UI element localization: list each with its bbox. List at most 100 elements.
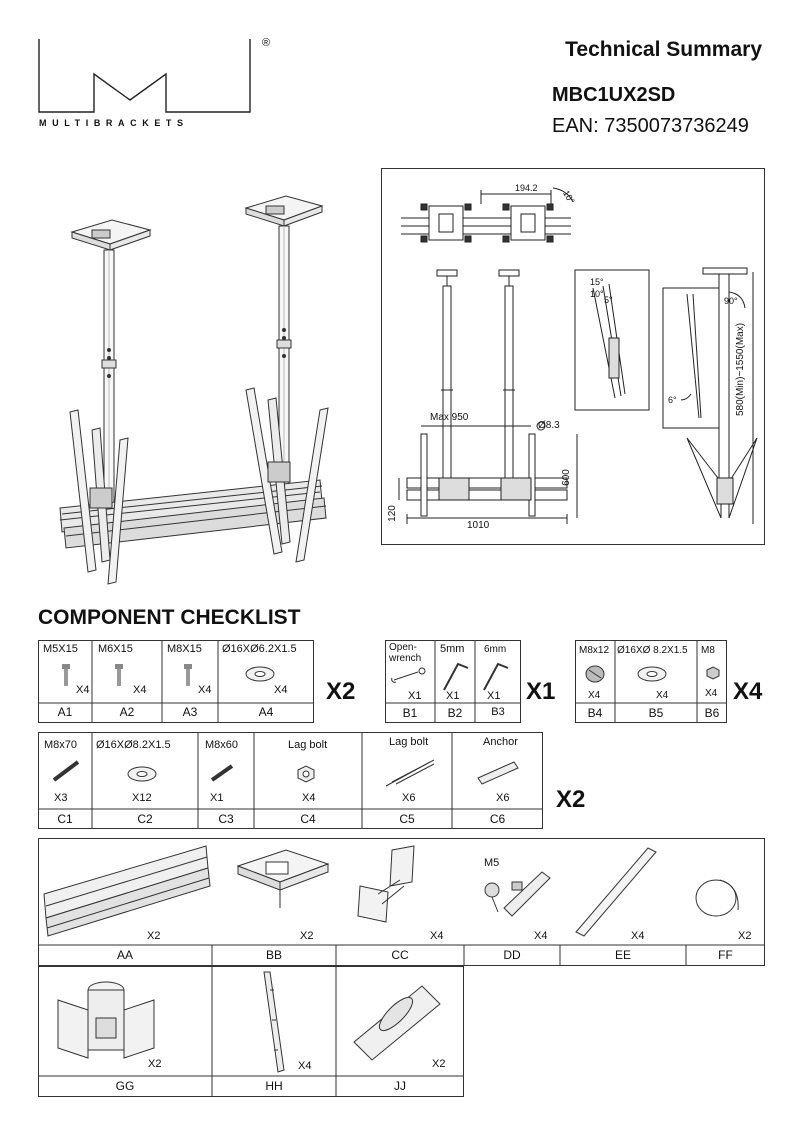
anchor-icon (477, 761, 519, 785)
nut-icon (297, 765, 315, 783)
screw-clamp-icon (484, 871, 551, 917)
cc-id: CC (391, 948, 409, 962)
bracket-part-icon (357, 845, 415, 923)
aa-qty: X2 (147, 930, 161, 942)
ff-qty: X2 (738, 930, 752, 942)
b6-spec: M8 (701, 645, 715, 656)
ee-qty: X4 (631, 930, 645, 942)
b2-qty: X1 (446, 690, 460, 702)
technical-drawing (381, 168, 765, 545)
c3-qty: X1 (210, 792, 224, 804)
a3-id: A3 (182, 705, 198, 719)
dim-pole-range: 580(Min)~1550(Max) (735, 322, 747, 417)
arm-part-icon (263, 971, 285, 1073)
b1-qty: X1 (408, 690, 422, 702)
b5-spec: Ø16XØ 8.2X1.5 (617, 645, 688, 656)
hex-key-icon (443, 662, 469, 691)
gg-qty: X2 (148, 1058, 162, 1070)
c1-spec: M8x70 (44, 739, 78, 751)
a3-qty: X4 (198, 684, 212, 696)
a1-spec: M5X15 (43, 643, 78, 655)
cc-qty: X4 (430, 930, 444, 942)
b2-id: B2 (447, 706, 463, 720)
dim-hole: Ø8.3 (538, 420, 560, 431)
jj-id: JJ (394, 1079, 406, 1093)
dd-id: DD (503, 948, 521, 962)
dim-depth: 120 (386, 505, 398, 522)
a4-id: A4 (258, 705, 274, 719)
hh-qty: X4 (298, 1060, 312, 1072)
c6-id: C6 (489, 812, 506, 826)
ean-code: EAN: 7350073736249 (552, 115, 749, 137)
connector-part-icon (353, 985, 441, 1061)
dim-height: 600 (560, 469, 572, 486)
clamp-part-icon (57, 981, 155, 1059)
drawing-top-view (398, 187, 758, 524)
dim-max-span: Max 950 (430, 412, 469, 423)
dim-width: 1010 (467, 520, 490, 531)
c3-id: C3 (218, 812, 234, 826)
c6-spec: Anchor (483, 736, 518, 748)
c1-qty: X3 (54, 792, 68, 804)
a1-id: A1 (57, 705, 73, 719)
a2-id: A2 (119, 705, 135, 719)
ceiling-plate-icon (236, 849, 330, 908)
washer-icon (637, 666, 667, 682)
parts-row1-table (38, 838, 765, 966)
group-c-multiplier: X2 (556, 786, 586, 813)
page-title: Technical Summary (565, 38, 762, 61)
washer-icon (127, 766, 157, 782)
b4-id: B4 (587, 706, 603, 720)
a2-spec: M6X15 (98, 643, 133, 655)
a2-qty: X4 (133, 684, 147, 696)
c2-spec: Ø16XØ8.2X1.5 (96, 739, 171, 751)
c4-id: C4 (300, 812, 316, 826)
b5-id: B5 (648, 706, 664, 720)
registered-mark: ® (262, 37, 271, 49)
gg-id: GG (115, 1079, 135, 1093)
dd-note: M5 (484, 857, 500, 869)
jj-qty: X2 (432, 1058, 446, 1070)
dim-rotation: 90° (724, 296, 738, 306)
b6-qty: X4 (705, 688, 718, 699)
dim-top-width: 194.2 (515, 183, 538, 193)
bolt-icon (585, 665, 605, 683)
nut-icon (706, 666, 720, 680)
b5-qty: X4 (656, 690, 669, 701)
c4-qty: X4 (302, 792, 316, 804)
pole-part-icon (575, 847, 657, 937)
aa-id: AA (116, 948, 133, 962)
b3-qty: X1 (487, 690, 501, 702)
rail-part-icon (43, 845, 211, 937)
group-b2-table (575, 640, 727, 723)
group-c-grid (38, 732, 543, 829)
c5-spec: Lag bolt (389, 736, 429, 748)
c2-qty: X12 (132, 792, 152, 804)
group-a-grid (38, 640, 314, 723)
b4-qty: X4 (588, 690, 601, 701)
c1-id: C1 (57, 812, 73, 826)
hh-id: HH (265, 1079, 283, 1093)
bb-id: BB (265, 948, 282, 962)
group-c-table (38, 732, 543, 829)
dim-tilt-10: 10° (590, 289, 604, 299)
dd-qty: X4 (534, 930, 548, 942)
b3-id: B3 (491, 706, 505, 718)
screw-icon (62, 664, 70, 686)
b1-id: B1 (402, 706, 418, 720)
model-number: MBC1UX2SD (552, 84, 676, 106)
dim-tilt-5: 5° (604, 295, 613, 305)
group-a-multiplier: X2 (326, 678, 356, 705)
wrench-icon (391, 667, 426, 683)
b2-spec: 5mm (440, 643, 465, 655)
a4-qty: X4 (274, 684, 288, 696)
a1-qty: X4 (76, 684, 90, 696)
dim-tilt-6: 6° (668, 395, 677, 405)
hex-key-icon (483, 662, 509, 691)
product-illustration (59, 195, 329, 585)
group-b2-grid (575, 640, 727, 723)
parts-row2-grid (38, 966, 464, 1097)
end-cap-icon (695, 879, 739, 917)
ff-id: FF (718, 948, 733, 962)
lag-bolt-icon (385, 759, 435, 787)
